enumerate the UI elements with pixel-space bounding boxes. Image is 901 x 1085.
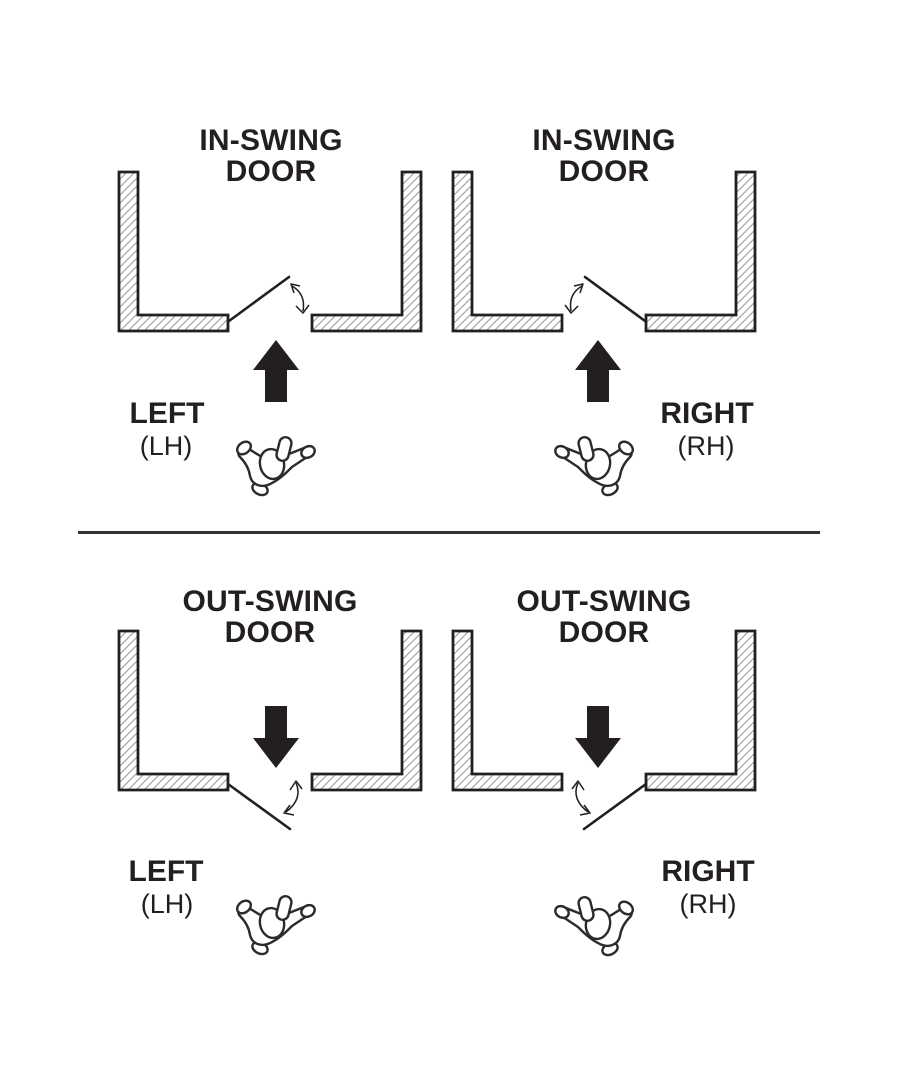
hand-label: RIGHT [661,855,755,888]
hand-label: LEFT [128,855,204,888]
title-line-1: IN-SWING [199,124,343,157]
travel-direction-arrow-icon [575,706,621,768]
hand-label: RIGHT [660,397,754,430]
title-line-1: OUT-SWING [516,585,692,618]
title-line-1: IN-SWING [532,124,676,157]
travel-direction-arrow-icon [575,340,621,402]
title-line-2: DOOR [558,616,650,649]
travel-direction-arrow-icon [253,340,299,402]
door-leaf [226,782,292,831]
wall-jambs [451,170,757,333]
out-swing-left-diagram [117,629,423,958]
person-top-view-icon [552,434,637,499]
diagram-title: OUT-SWING DOOR [454,586,754,648]
title-line-2: DOOR [558,155,650,188]
person-top-view-icon [552,894,637,959]
out-swing-right-diagram [451,629,757,959]
title-line-2: DOOR [224,616,316,649]
in-swing-right-diagram [451,170,757,499]
title-line-2: DOOR [225,155,317,188]
swing-arc-icon [290,283,310,314]
in-swing-left-diagram [117,170,423,499]
swing-arc-icon [283,780,303,816]
diagram-title: OUT-SWING DOOR [120,586,420,648]
diagram-title: IN-SWING DOOR [454,125,754,187]
door-leaf [582,782,648,831]
door-leaf [227,275,291,323]
hand-abbreviation: (RH) [679,889,737,919]
swing-arc-icon [571,780,591,816]
hand-abbreviation: (LH) [139,431,193,461]
swing-arc-icon [564,283,584,314]
person-top-view-icon [233,434,318,499]
diagram-title: IN-SWING DOOR [121,125,421,187]
person-top-view-icon [233,893,318,958]
hand-abbreviation: (LH) [140,889,194,919]
title-line-1: OUT-SWING [182,585,358,618]
section-divider [78,531,820,534]
wall-jambs [117,170,423,333]
door-leaf [583,275,647,323]
travel-direction-arrow-icon [253,706,299,768]
hand-label: LEFT [129,397,205,430]
hand-abbreviation: (RH) [677,431,735,461]
